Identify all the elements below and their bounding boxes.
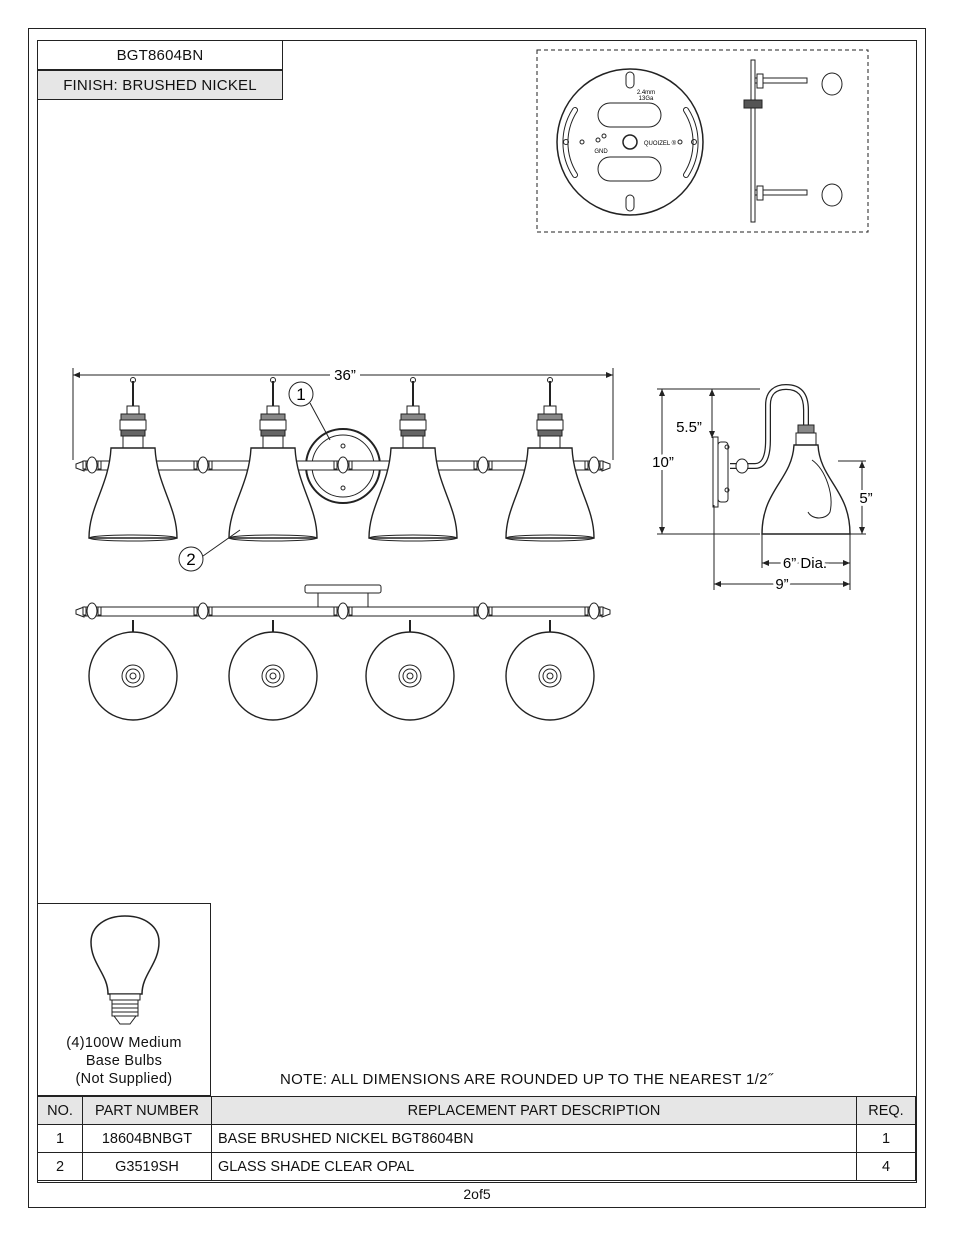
row-desc: GLASS SHADE CLEAR OPAL [210, 1152, 858, 1181]
table-row: 2 G3519SH GLASS SHADE CLEAR OPAL 4 [37, 1152, 916, 1181]
row-no: 1 [37, 1124, 83, 1153]
width-dimension: 36” [334, 367, 356, 384]
drawing-frame [37, 40, 917, 1183]
bulb-line-2: Base Bulbs [85, 1053, 163, 1069]
bulb-panel: (4)100W Medium Base Bulbs (Not Supplied) [37, 903, 211, 1096]
side-view: 10” 5.5” 5” 6” Dia. [649, 383, 876, 596]
row-part: 18604BNBGT [81, 1124, 212, 1153]
dimension-note: NOTE: ALL DIMENSIONS ARE ROUNDED UP TO T… [280, 1071, 774, 1088]
col-req: REQ. [856, 1096, 916, 1125]
callout-2: 2 [186, 550, 195, 569]
finish-label: FINISH: BRUSHED NICKEL [37, 70, 283, 100]
plate-gauge-ga: 13Ga [639, 96, 654, 102]
total-height: 10” [652, 454, 674, 471]
mounting-plate-detail: 2.4mm 13Ga GND QUOIZEL ® [536, 49, 869, 233]
row-req: 4 [856, 1152, 916, 1181]
parts-table: NO. PART NUMBER REPLACEMENT PART DESCRIP… [37, 1096, 916, 1181]
row-part: G3519SH [81, 1152, 212, 1181]
plate-gauge-mm: 2.4mm [637, 90, 655, 96]
plate-brand: QUOIZEL ® [644, 140, 677, 147]
shade-diameter: 6” Dia. [783, 555, 827, 572]
plate-gnd: GND [594, 149, 608, 155]
callout-1: 1 [296, 385, 305, 404]
extension: 9” [775, 576, 788, 593]
arm-height: 5.5” [676, 419, 702, 436]
row-desc: BASE BRUSHED NICKEL BGT8604BN [210, 1124, 858, 1153]
bulb-icon [90, 915, 160, 1025]
shade-height: 5” [859, 490, 872, 507]
bulb-line-3: (Not Supplied) [75, 1071, 173, 1087]
top-view [75, 584, 611, 721]
col-description: REPLACEMENT PART DESCRIPTION [210, 1096, 858, 1125]
table-row: 1 18604BNBGT BASE BRUSHED NICKEL BGT8604… [37, 1124, 916, 1153]
row-req: 1 [856, 1124, 916, 1153]
front-view: 36” 1 2 [72, 367, 614, 572]
bulb-line-1: (4)100W Medium [66, 1035, 182, 1051]
col-no: NO. [37, 1096, 83, 1125]
model-number: BGT8604BN [37, 40, 283, 70]
page-number: 2of5 [463, 1186, 491, 1202]
row-no: 2 [37, 1152, 83, 1181]
col-part-number: PART NUMBER [81, 1096, 212, 1125]
table-header-row: NO. PART NUMBER REPLACEMENT PART DESCRIP… [37, 1096, 916, 1125]
page-border [28, 28, 926, 1208]
